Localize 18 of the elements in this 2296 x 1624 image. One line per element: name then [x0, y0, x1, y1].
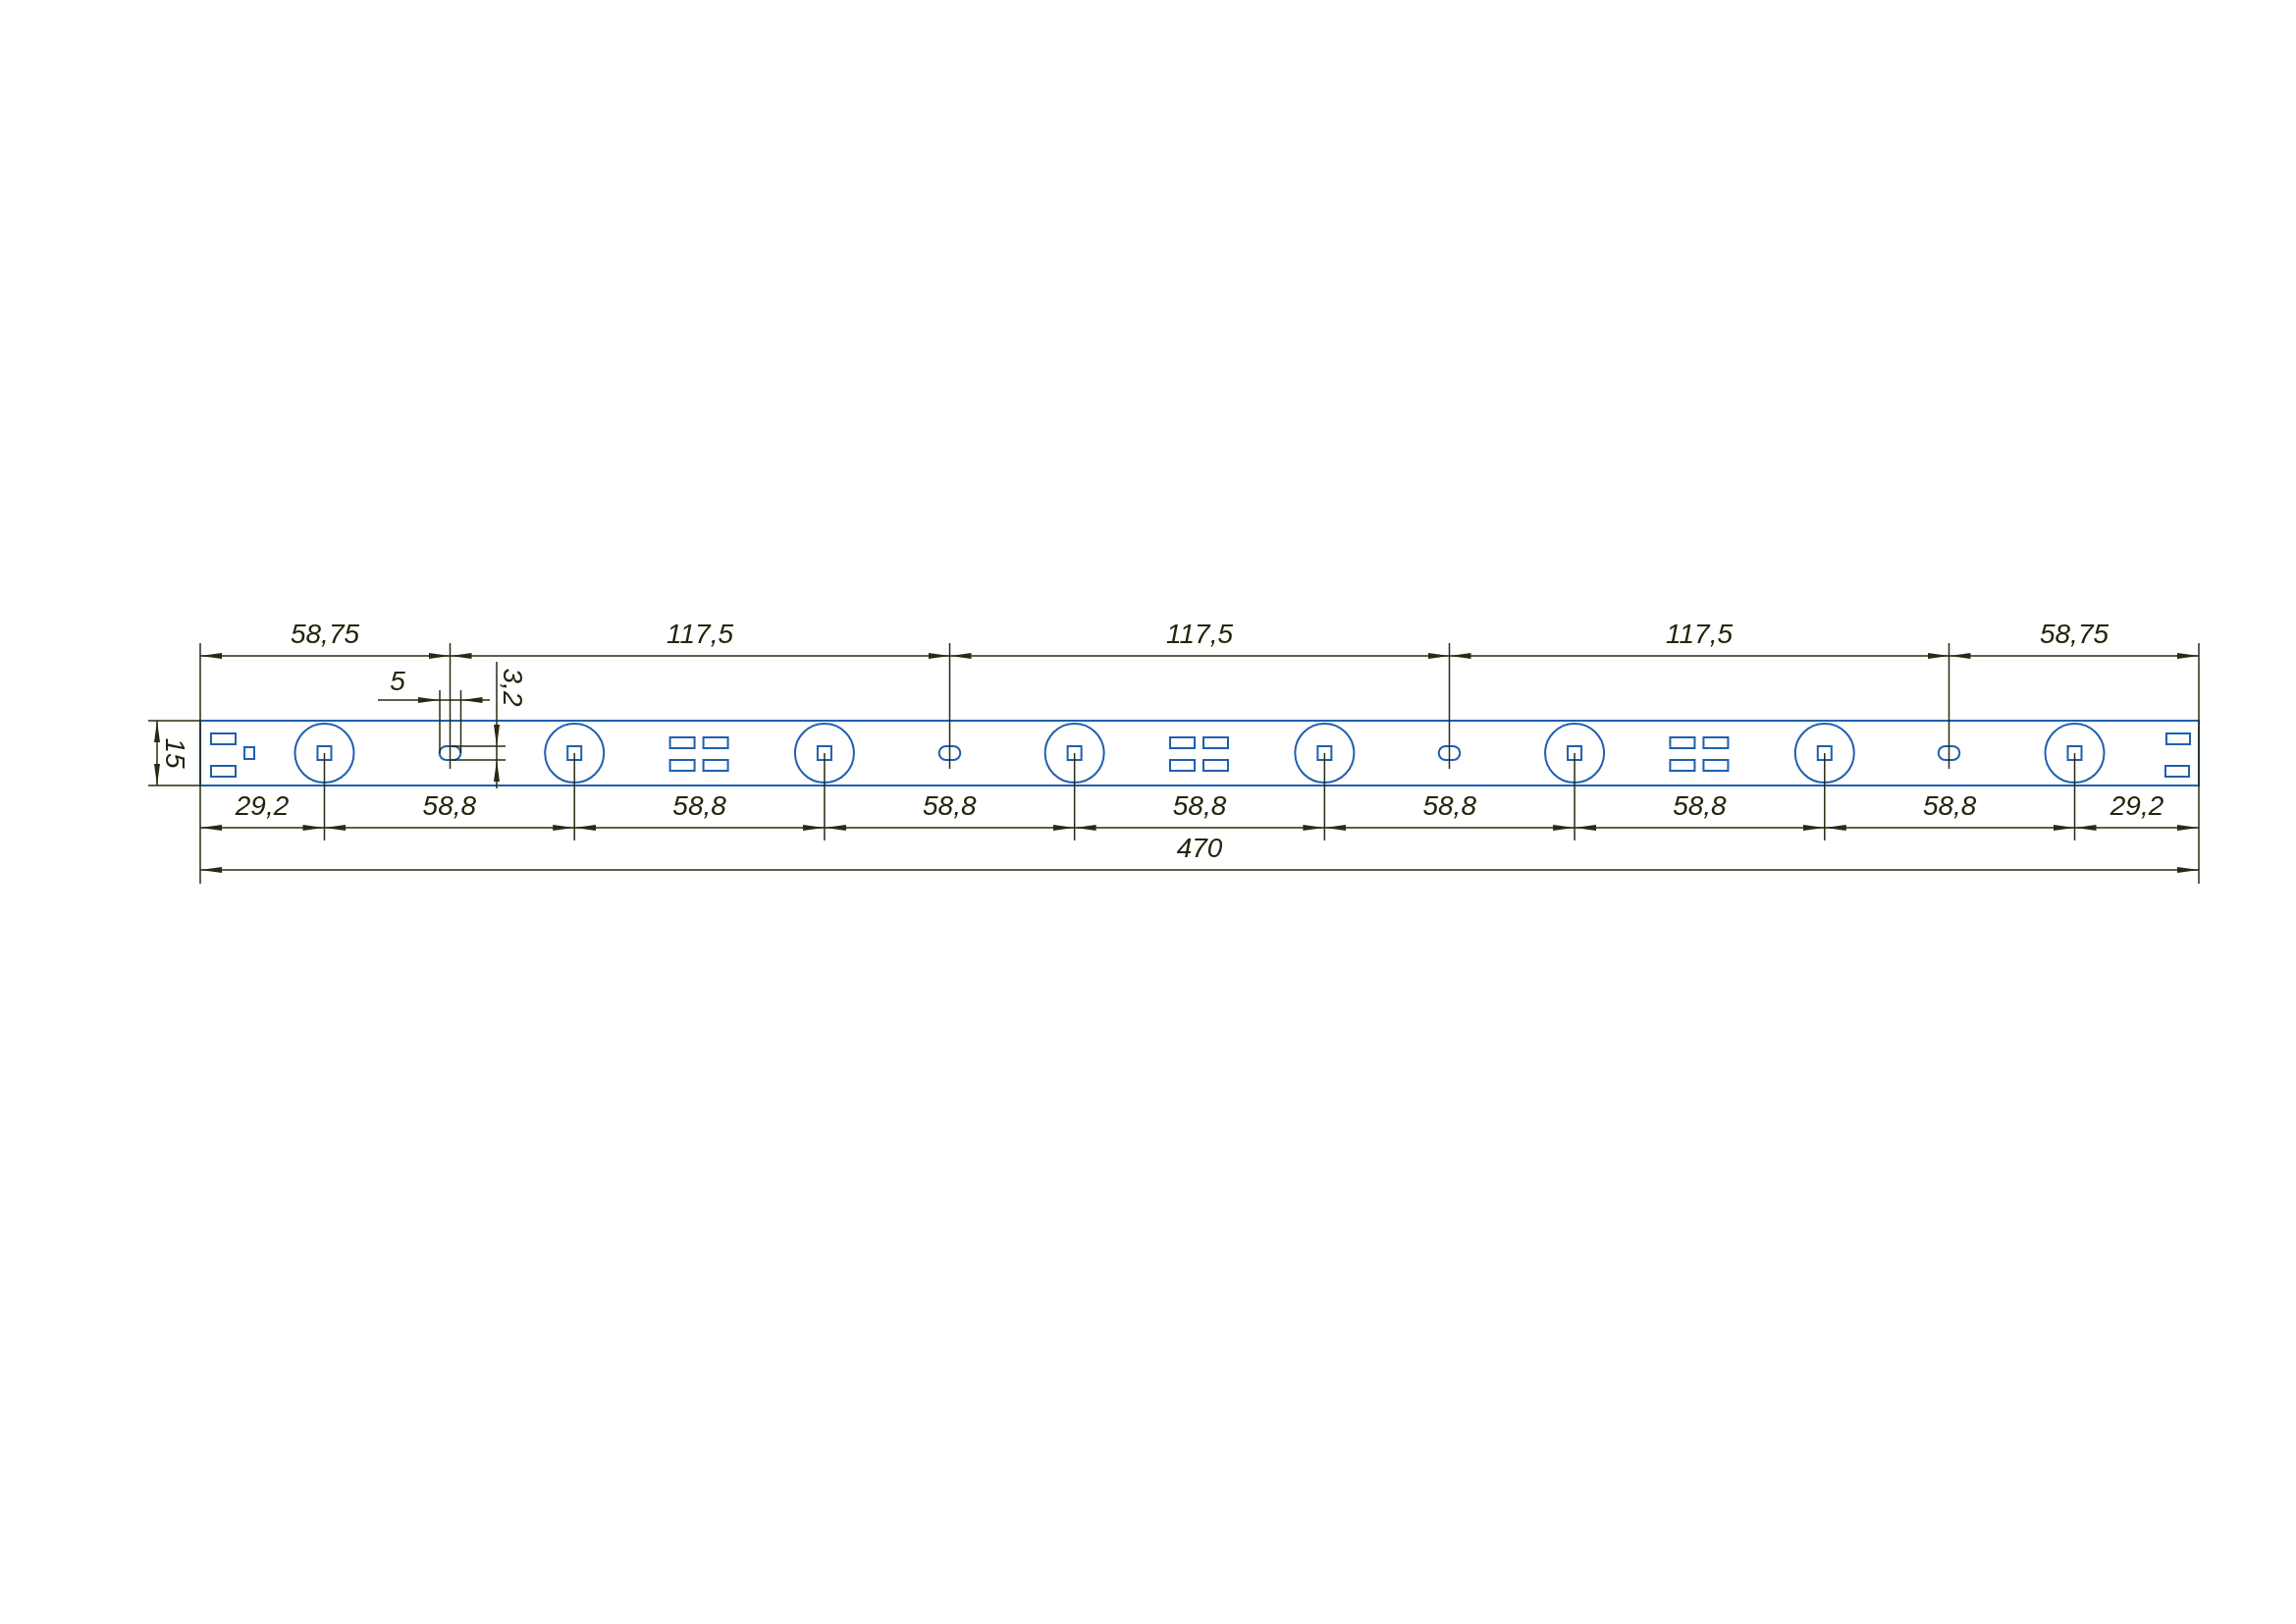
dimension-label: 58,75 [2039, 621, 2109, 648]
dimension-label: 58,8 [422, 792, 477, 820]
dimension-label: 58,8 [1673, 792, 1727, 820]
dimension-label: 58,8 [1422, 792, 1476, 820]
dimension-label: 15 [161, 737, 188, 769]
dimension-label: 5 [390, 668, 405, 695]
dimension-label: 58,75 [290, 621, 360, 648]
dimension-label: 58,8 [1172, 792, 1227, 820]
dimension-label: 117,5 [1166, 621, 1233, 648]
dimension-label: 117,5 [667, 621, 733, 648]
dimension-label: 3,2 [499, 668, 526, 707]
dimension-label: 58,8 [923, 792, 977, 820]
dimension-label: 29,2 [2109, 792, 2164, 820]
dimension-label: 470 [1176, 835, 1223, 862]
dimension-label: 58,8 [672, 792, 726, 820]
dimension-label: 29,2 [235, 792, 290, 820]
dimension-label: 117,5 [1666, 621, 1733, 648]
dimension-label: 58,8 [1922, 792, 1977, 820]
